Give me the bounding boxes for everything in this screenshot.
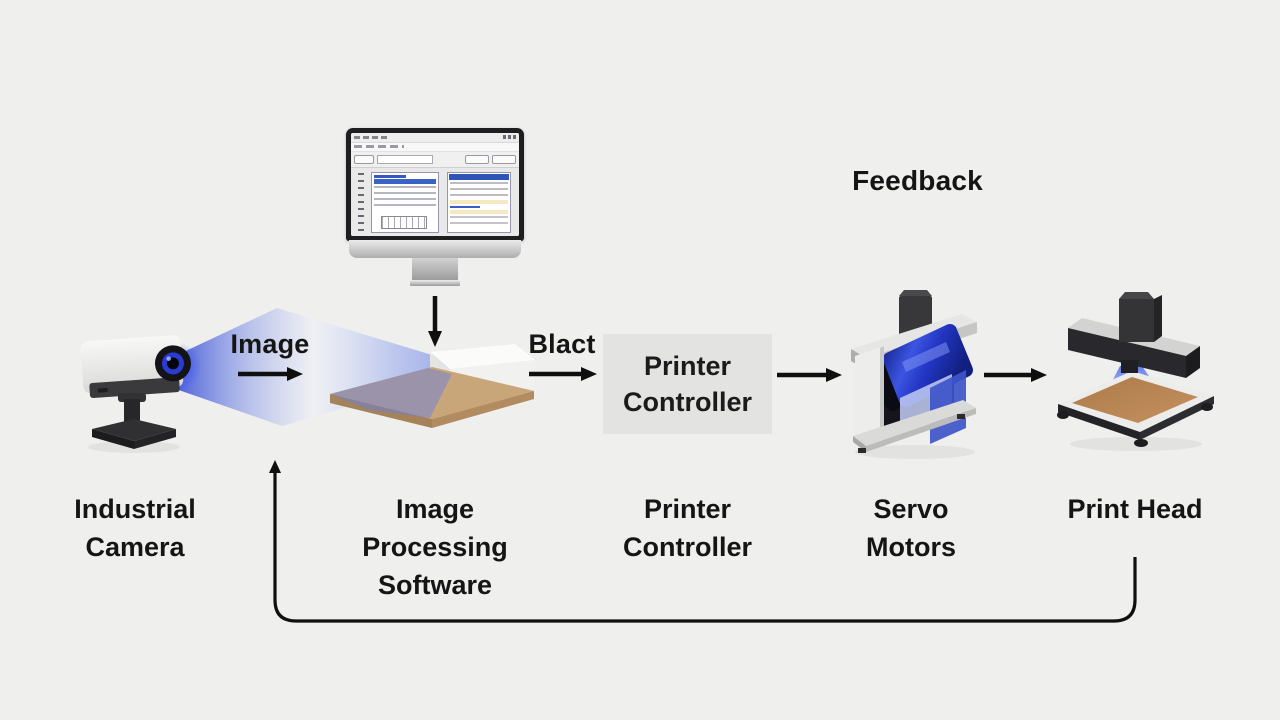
flow-label-image: Image: [230, 329, 310, 359]
titlebar-text-placeholder: [354, 136, 390, 139]
board-illustration: [330, 344, 535, 428]
window-titlebar: [351, 133, 519, 143]
monitor-frame: [346, 128, 524, 241]
selected-row-highlight: [374, 179, 436, 184]
toolbar-button: [465, 155, 489, 164]
window-controls-icons: [503, 135, 517, 139]
window-toolbar: [351, 152, 519, 168]
print-head-motor-box: [1119, 299, 1154, 342]
beam-on-board: [330, 368, 452, 418]
print-nozzle: [1121, 360, 1138, 373]
form-panel-left: [371, 172, 439, 233]
caption-image-processing-software: Image Processing Software: [362, 494, 508, 600]
text-rows-placeholder: [450, 182, 508, 198]
toolbar-button: [354, 155, 374, 164]
caption-printer-controller: Printer Controller: [622, 494, 752, 562]
feedback-loop-arrow: [269, 460, 1137, 623]
caption-industrial-camera: Industrial Camera: [74, 494, 196, 562]
highlighted-row: [450, 210, 508, 214]
text-rows-placeholder: [374, 186, 436, 210]
ground-shadows: [88, 437, 1202, 459]
servo-motors-illustration: [851, 290, 977, 453]
camera-base: [92, 419, 176, 441]
monitor-chin: [349, 240, 521, 258]
camera-beam-illustration: [173, 308, 455, 426]
print-head-illustration: [1057, 292, 1214, 447]
panel-caption-placeholder: [374, 175, 406, 178]
software-window: [351, 133, 519, 236]
mini-table-placeholder: [381, 216, 427, 229]
copper-plate: [1072, 377, 1198, 423]
flow-label-blact: Blact: [528, 329, 596, 359]
menubar-text-placeholder: [354, 145, 404, 148]
printer-controller-box-label: Printer Controller: [622, 351, 752, 417]
highlighted-row: [450, 200, 508, 204]
caption-print-head: Print Head: [1067, 494, 1203, 524]
feedback-label: Feedback: [852, 165, 983, 196]
toolbar-address-field: [377, 155, 433, 164]
monitor-stand-foot: [410, 280, 460, 286]
link-placeholder: [450, 206, 480, 208]
industrial-camera-illustration: [80, 335, 202, 449]
panel-titlebar: [449, 174, 509, 180]
text-rows-placeholder: [450, 216, 508, 228]
window-menubar: [351, 143, 519, 152]
window-content: [351, 168, 519, 236]
printer-controller-box: Printer Controller: [603, 334, 772, 434]
form-panel-right: [447, 172, 511, 233]
sidebar-icon-strip: [358, 173, 364, 231]
caption-servo-motors: Servo Motors: [866, 494, 956, 562]
monitor-illustration: [346, 128, 526, 288]
toolbar-button: [492, 155, 516, 164]
